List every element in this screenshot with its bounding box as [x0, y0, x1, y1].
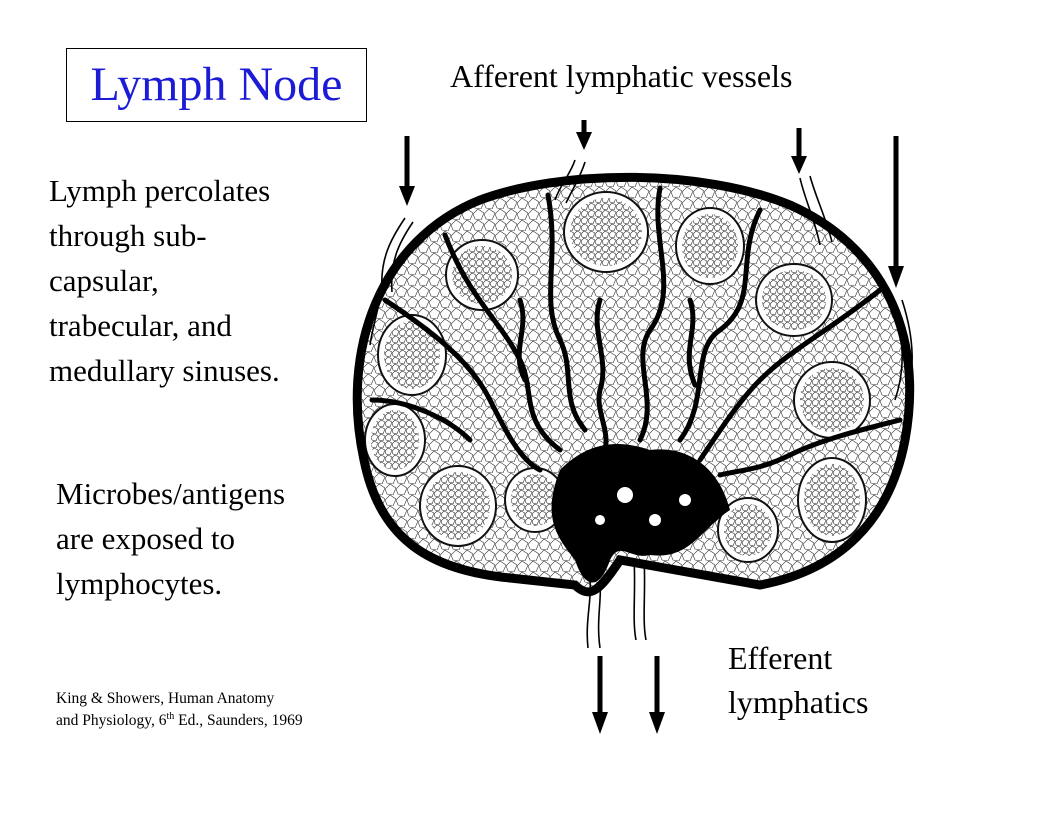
down-arrow-icon — [649, 656, 665, 734]
down-arrow-icon — [888, 136, 904, 288]
down-arrow-icon — [399, 136, 415, 206]
down-arrow-icon — [576, 120, 592, 150]
down-arrow-icon — [791, 128, 807, 174]
down-arrow-icon — [592, 656, 608, 734]
